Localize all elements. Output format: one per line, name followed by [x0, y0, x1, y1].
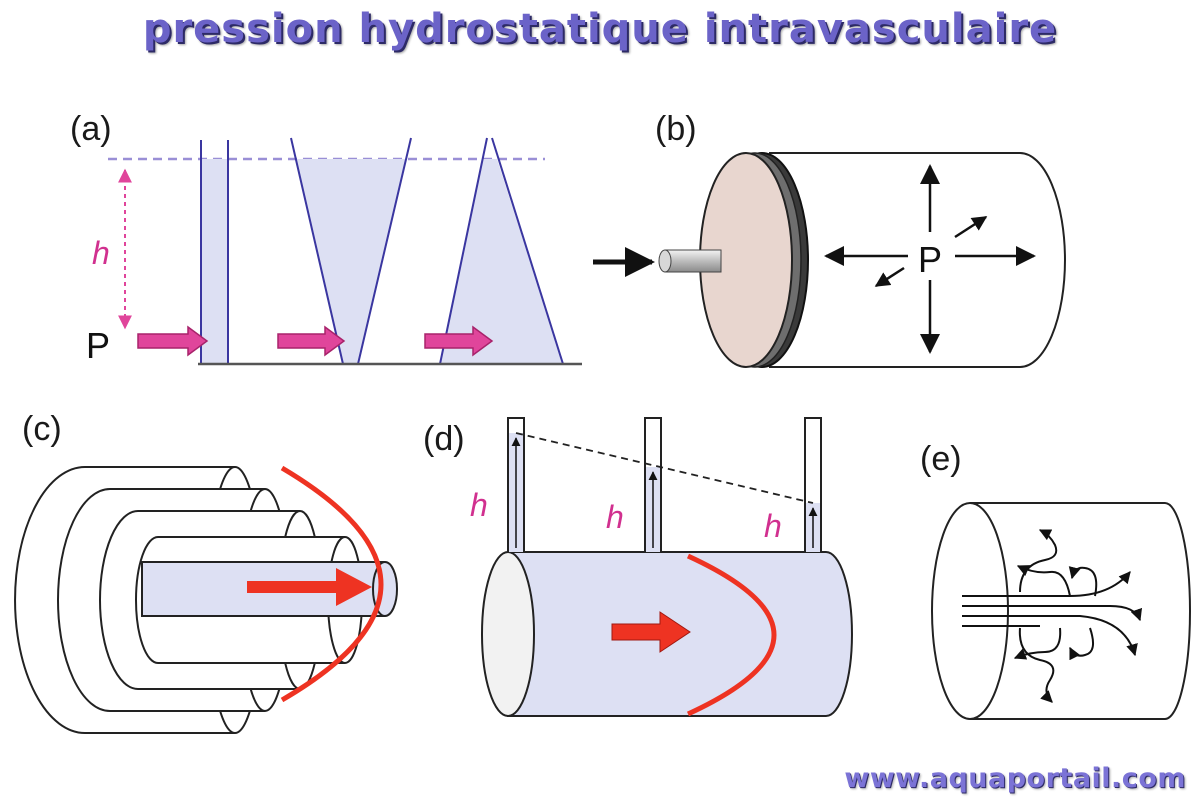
piston-rod-end — [658, 249, 672, 273]
funnel-vessel-wall-right — [357, 137, 412, 365]
height-symbol-d1: h — [470, 487, 488, 523]
eddy-3 — [1068, 566, 1098, 597]
height-symbol: h — [92, 235, 110, 271]
velocity-profile-c — [280, 465, 384, 703]
panel-d: (d) h h h — [423, 417, 853, 717]
flow-arrow-d — [611, 611, 691, 653]
panel-e: (e) — [920, 440, 1191, 720]
pressure-gradient-line — [515, 432, 814, 504]
pressure-arrow-diagonal-down — [874, 266, 905, 288]
turbulent-tube-opening — [931, 502, 1009, 720]
velocity-profile-d — [686, 553, 777, 717]
eddy-5 — [1013, 627, 1062, 660]
height-symbol-d2: h — [606, 499, 624, 535]
pressure-symbol: P — [86, 325, 110, 366]
funnel-vessel-fluid — [296, 159, 406, 364]
panel-b-label: (b) — [655, 110, 697, 148]
turbulent-tube — [970, 502, 1191, 720]
cone-vessel-wall-left — [439, 137, 488, 365]
flow-arrow-c — [247, 568, 372, 606]
page-title: pression hydrostatique intravasculaire — [142, 6, 1058, 52]
straight-vessel-fluid — [201, 159, 228, 364]
funnel-vessel-wall-left — [290, 137, 344, 365]
streamline-2 — [962, 605, 1143, 622]
cylinder-body — [769, 152, 1066, 368]
panel-c: (c) — [14, 410, 398, 734]
piston-rod — [664, 249, 722, 273]
pressure-arrow-diagonal-up — [954, 215, 988, 239]
panel-a-label: (a) — [70, 110, 112, 148]
pressure-arrow-2 — [277, 325, 346, 357]
cone-vessel-fluid — [440, 159, 563, 364]
main-tube-opening — [481, 551, 535, 717]
streamline-3 — [962, 615, 1138, 657]
eddy-6 — [1069, 627, 1095, 661]
pressure-arrow-3 — [424, 325, 494, 357]
website-watermark: www.aquaportail.com — [844, 763, 1186, 794]
panel-c-label: (c) — [22, 410, 62, 448]
pressure-symbol-b: P — [918, 239, 942, 280]
height-symbol-d3: h — [764, 508, 782, 544]
pressure-arrow-1 — [137, 325, 209, 357]
panel-e-label: (e) — [920, 440, 962, 478]
panel-b: (b) P — [593, 110, 1066, 368]
panel-a: (a) h P — [70, 110, 582, 366]
eddy-2 — [1016, 565, 1071, 597]
streamline-1 — [962, 571, 1131, 597]
cone-vessel-wall-right — [491, 137, 564, 365]
panel-d-label: (d) — [423, 420, 465, 458]
